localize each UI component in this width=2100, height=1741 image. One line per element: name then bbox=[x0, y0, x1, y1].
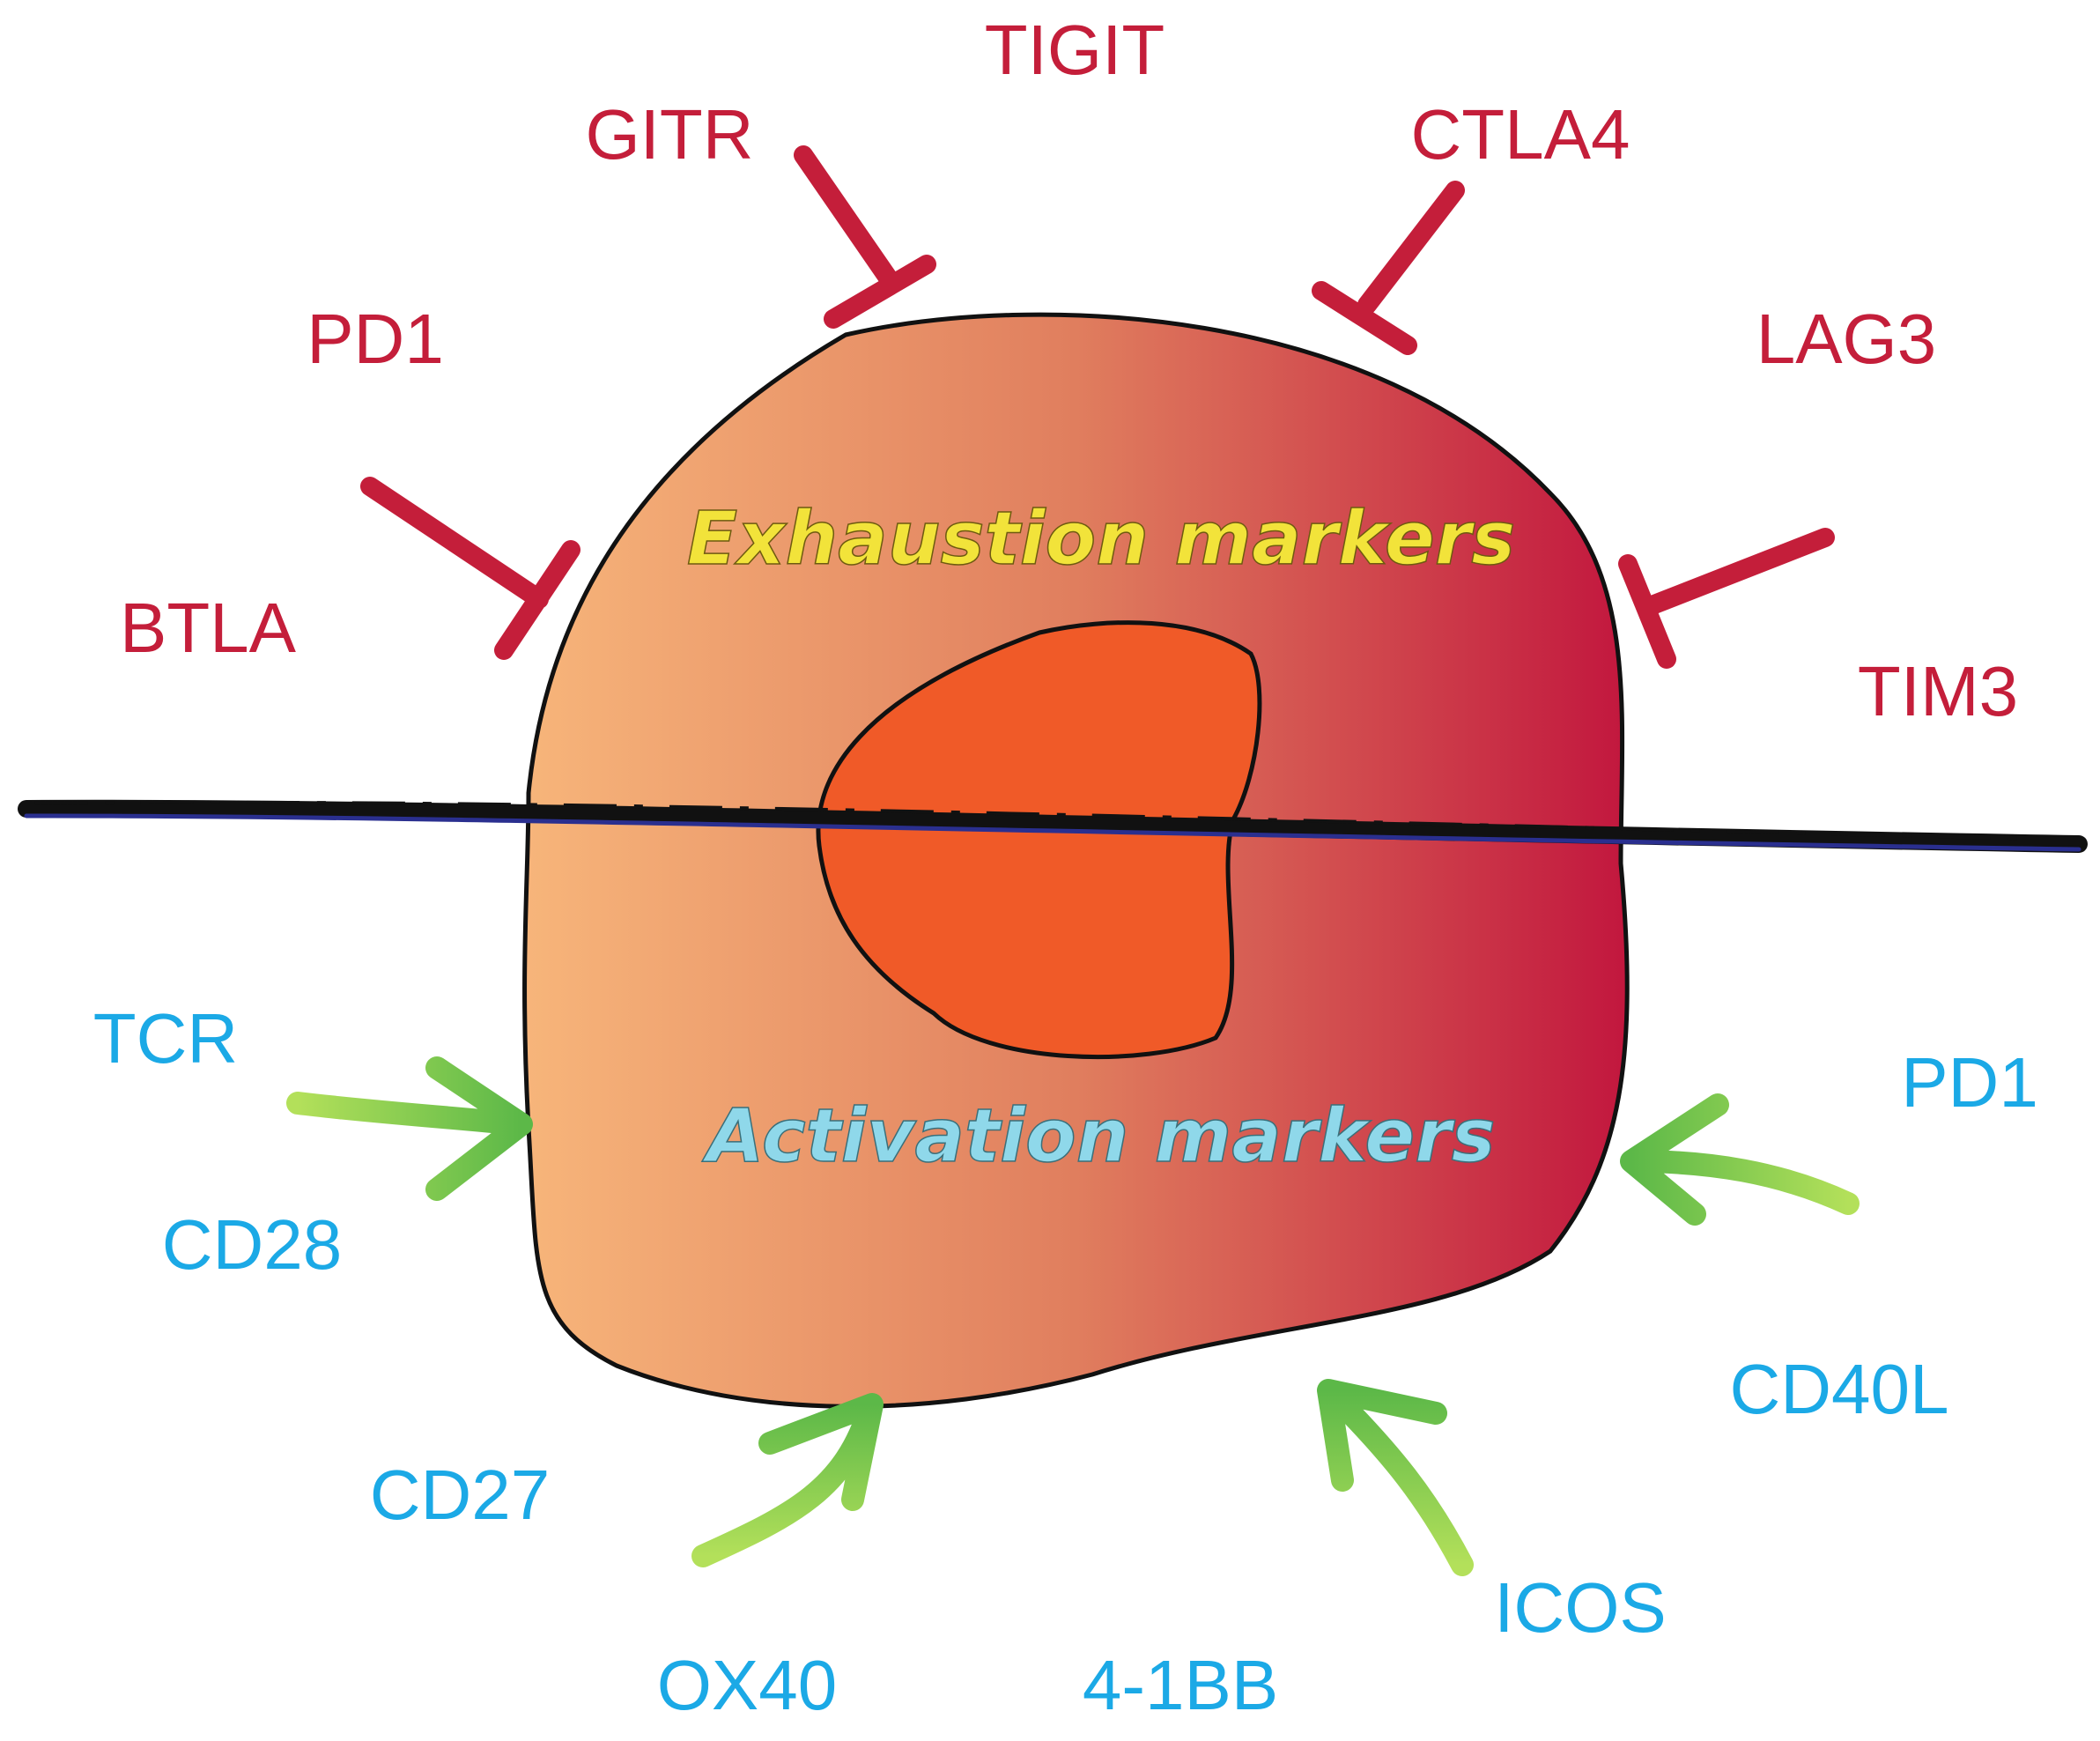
exhaustion-title: Exhaustion markers bbox=[687, 495, 1515, 582]
activation-title: Activation markers bbox=[701, 1093, 1495, 1179]
activating-arrow-icon bbox=[286, 1056, 533, 1201]
activating-arrow-icon bbox=[691, 1393, 884, 1567]
marker-label-tcr: TCR bbox=[93, 999, 238, 1078]
marker-label-cd27: CD27 bbox=[370, 1456, 551, 1534]
inhibitory-markers bbox=[360, 145, 1835, 669]
marker-label-cd40l: CD40L bbox=[1729, 1350, 1948, 1428]
marker-label-cd28: CD28 bbox=[162, 1205, 343, 1284]
marker-label-icos: ICOS bbox=[1494, 1568, 1667, 1647]
activating-arrows bbox=[286, 1056, 1860, 1576]
inhibition-bar-icon bbox=[1312, 181, 1465, 355]
activating-arrow-icon bbox=[1620, 1093, 1860, 1226]
marker-label-gitr: GITR bbox=[585, 95, 753, 174]
marker-label-ctla4: CTLA4 bbox=[1411, 95, 1630, 174]
marker-label-pd1-activation: PD1 bbox=[1901, 1043, 2038, 1122]
divider-line bbox=[18, 799, 2088, 853]
marker-label-4-1bb: 4-1BB bbox=[1083, 1646, 1278, 1724]
marker-label-btla: BTLA bbox=[120, 589, 297, 667]
activating-arrow-icon bbox=[1317, 1379, 1474, 1576]
marker-label-tim3: TIM3 bbox=[1858, 652, 2018, 730]
inhibition-bar-icon bbox=[1618, 528, 1835, 669]
inhibition-bar-icon bbox=[794, 145, 936, 329]
marker-label-lag3: LAG3 bbox=[1756, 300, 1937, 378]
inhibition-bar-icon bbox=[360, 477, 580, 660]
marker-label-pd1-exhaustion: PD1 bbox=[307, 300, 444, 378]
marker-label-ox40: OX40 bbox=[657, 1646, 838, 1724]
marker-label-tigit: TIGIT bbox=[985, 11, 1165, 89]
activation-labels: TCR PD1 CD28 CD40L CD27 ICOS OX40 4-1BB bbox=[93, 999, 2038, 1724]
exhaustion-labels: TIGIT GITR CTLA4 PD1 LAG3 BTLA TIM3 bbox=[120, 11, 2018, 730]
